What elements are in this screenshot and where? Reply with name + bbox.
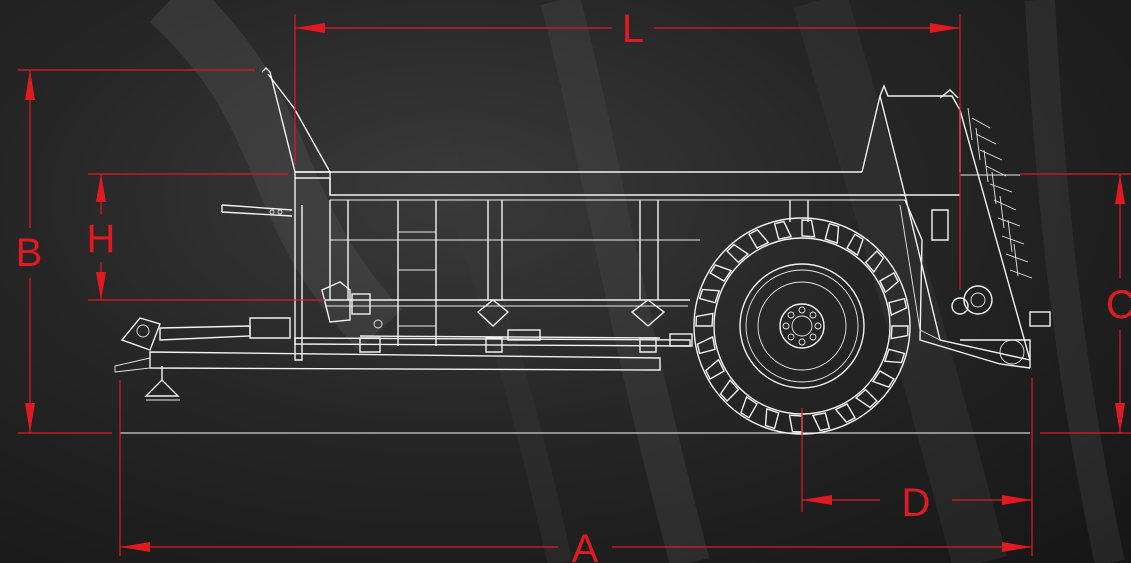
tire-tread-lug bbox=[864, 250, 885, 274]
tire-tread-lug bbox=[883, 348, 906, 364]
tire-tread-lug bbox=[871, 370, 895, 388]
tire-tread-lug bbox=[726, 243, 750, 264]
manure-spreader-drawing bbox=[114, 67, 1051, 435]
tire-tread-lug bbox=[764, 407, 780, 430]
tire-tread-lug bbox=[846, 233, 864, 257]
beater-paddles bbox=[967, 107, 1033, 279]
dimension-label-c: C bbox=[1106, 283, 1131, 327]
tire-treads bbox=[695, 219, 909, 433]
wheel-bolts bbox=[782, 306, 822, 346]
tire-tread-lug bbox=[811, 412, 831, 432]
tire-tread-lug bbox=[748, 228, 770, 249]
tire-tread-lug bbox=[719, 378, 740, 402]
tire-tread-lug bbox=[788, 414, 803, 433]
ladder bbox=[397, 200, 437, 346]
tire-tread-lug bbox=[879, 272, 900, 294]
box-posts bbox=[329, 200, 809, 300]
background-texture bbox=[149, 0, 1125, 563]
tire-tread-lug bbox=[773, 220, 793, 240]
tire-tread-lug bbox=[888, 297, 908, 317]
tire-tread-lug bbox=[709, 264, 733, 282]
tire-tread-lug bbox=[696, 335, 716, 355]
tire-tread-lug bbox=[890, 325, 909, 340]
dimension-label-l: L bbox=[622, 7, 644, 51]
dimension-lines bbox=[18, 14, 1131, 556]
tire-tread-lug bbox=[740, 395, 758, 419]
dimension-label-a: A bbox=[572, 527, 599, 563]
tire-tread-lug bbox=[824, 222, 840, 245]
tire-tread-lug bbox=[834, 403, 856, 424]
tire-tread-lug bbox=[801, 219, 816, 238]
dimension-label-b: B bbox=[16, 231, 43, 275]
tire-tread-lug bbox=[698, 288, 721, 304]
tire-tread-lug bbox=[695, 312, 714, 327]
tire-tread-lug bbox=[704, 358, 725, 380]
tire-tread-lug bbox=[854, 388, 878, 409]
dimension-labels: L B H C D A bbox=[16, 7, 1131, 563]
dimension-label-h: H bbox=[87, 217, 116, 261]
dimension-label-d: D bbox=[902, 481, 931, 525]
